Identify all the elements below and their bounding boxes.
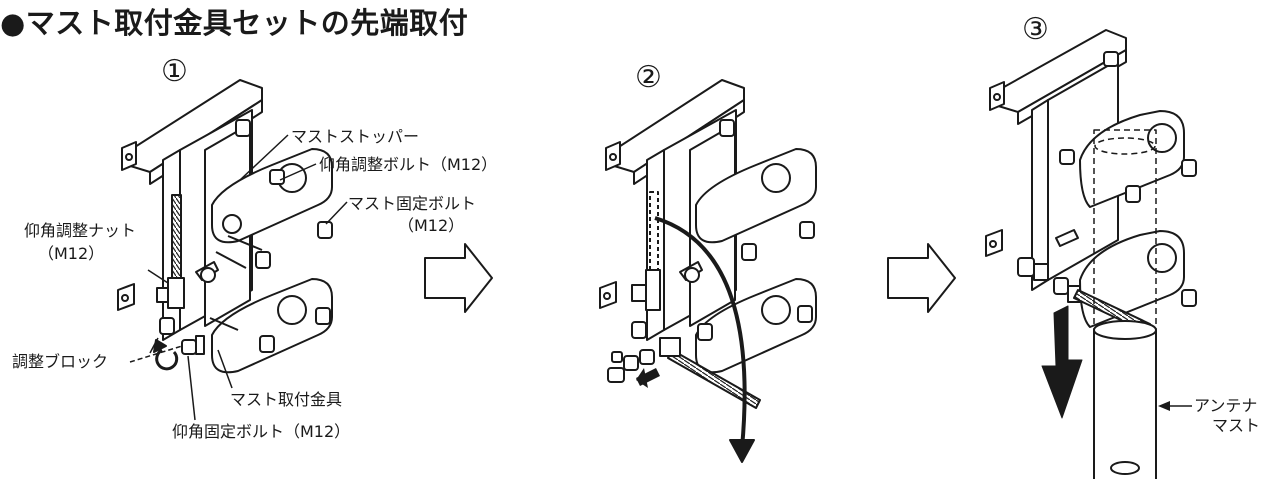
label-elevation-fix-bolt: 仰角固定ボルト（M12） (172, 422, 351, 441)
label-mast-mount-bracket: マスト取付金具 (230, 390, 343, 409)
page-title: ●マスト取付金具セットの先端取付 (0, 6, 469, 40)
step-3-bracket-drawing (985, 29, 1197, 479)
label-mast-fix-bolt-spec: （M12） (398, 216, 465, 235)
step-3-number: ③ (1022, 12, 1049, 47)
step-1-number: ① (161, 54, 188, 89)
label-mast: マスト (1212, 416, 1261, 435)
label-mast-fix-bolt: マスト固定ボルト (348, 194, 477, 213)
label-adjust-block: 調整ブロック (12, 352, 109, 371)
label-elevation-adjust-nut-spec: （M12） (38, 244, 105, 263)
step-2-bracket-drawing (599, 79, 817, 409)
label-elevation-adjust-nut: 仰角調整ナット (24, 221, 137, 240)
step-2-number: ② (635, 60, 662, 95)
label-antenna: アンテナ (1194, 396, 1258, 415)
step-1-bracket-drawing (117, 79, 333, 374)
label-elevation-adjust-bolt: 仰角調整ボルト（M12） (319, 155, 498, 174)
label-mast-stopper: マストストッパー (291, 127, 420, 146)
